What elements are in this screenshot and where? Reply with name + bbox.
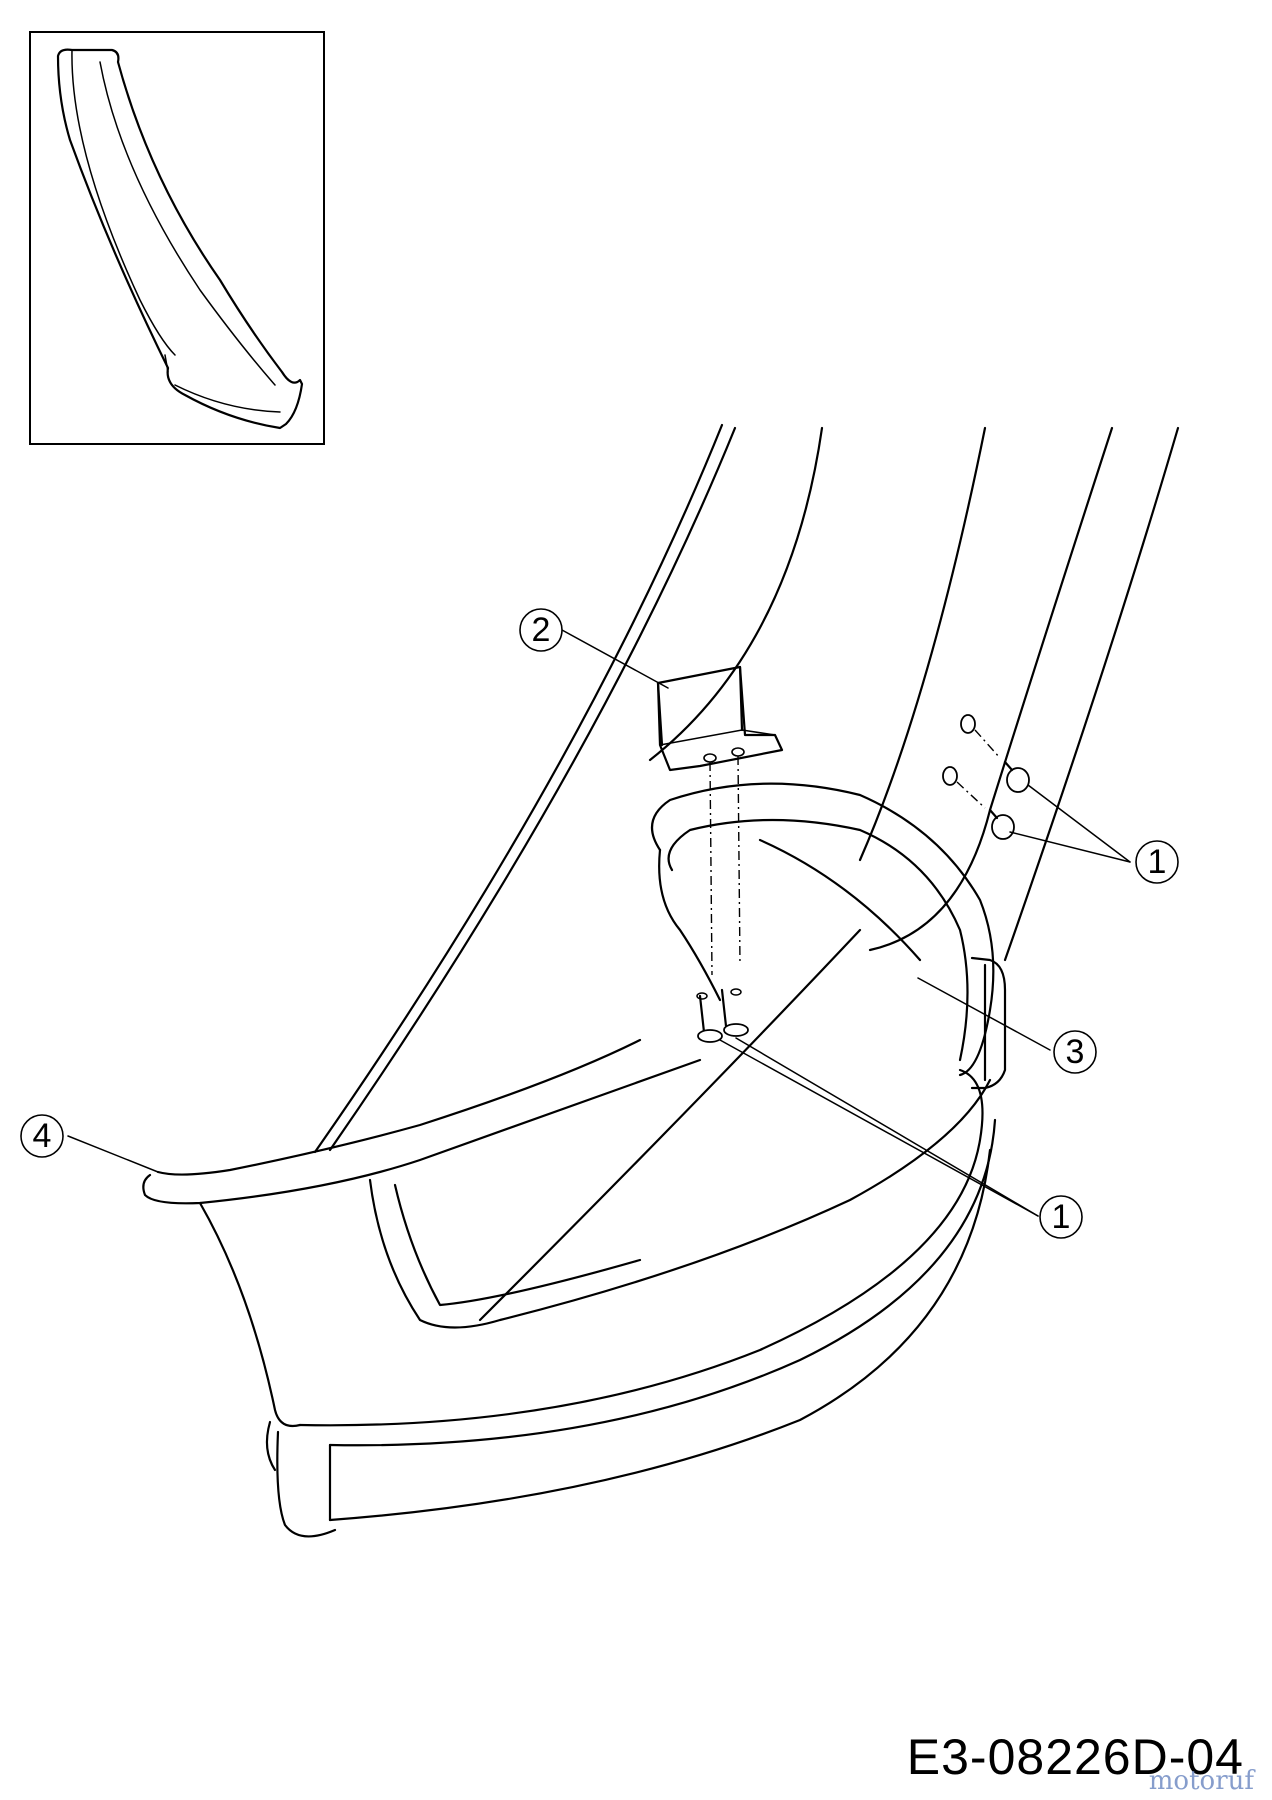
callout-3-label: 3 xyxy=(1066,1033,1085,1071)
drawing-code: E3-08226D-04 xyxy=(906,1729,1244,1785)
overview-inset xyxy=(29,31,325,445)
callout-2: 2 xyxy=(519,608,563,652)
callout-1-lower-label: 1 xyxy=(1052,1198,1071,1236)
callout-1-lower: 1 xyxy=(1039,1195,1083,1239)
callout-4-label: 4 xyxy=(33,1117,52,1155)
leader-lines xyxy=(67,629,1131,1217)
callout-4: 4 xyxy=(20,1114,64,1158)
fasteners xyxy=(696,714,1030,1043)
callout-1-upper: 1 xyxy=(1135,840,1179,884)
bracket-part xyxy=(656,665,784,976)
chute-body xyxy=(142,423,1180,1538)
callout-3: 3 xyxy=(1053,1030,1097,1074)
callout-2-label: 2 xyxy=(532,611,551,649)
watermark-logo: motoruf xyxy=(1148,1766,1254,1796)
callout-1-upper-label: 1 xyxy=(1148,843,1167,881)
